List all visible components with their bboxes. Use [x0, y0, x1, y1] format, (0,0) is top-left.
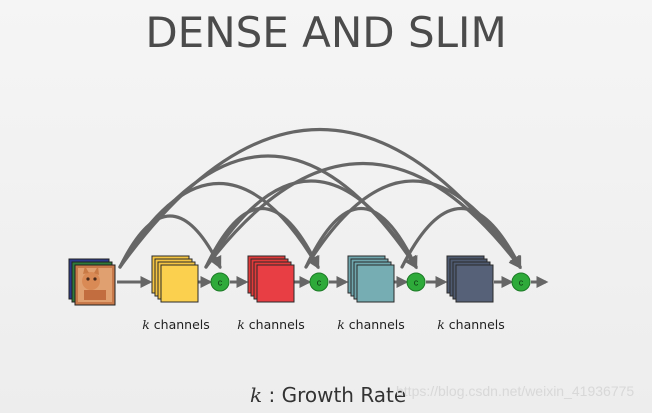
concat-symbol: c [519, 278, 524, 288]
concat-node-1: c [210, 272, 230, 292]
arc-layer2-to-c3 [304, 207, 418, 270]
skip-connection-arcs [118, 128, 522, 270]
layer-4-label: k channels [437, 317, 505, 332]
concat-symbol: c [317, 278, 322, 288]
caption-text: : Growth Rate [268, 383, 407, 407]
layer-1-label: k channels [142, 317, 210, 332]
watermark: https://blog.csdn.net/weixin_41936775 [396, 383, 635, 399]
layer-2-stack [247, 255, 295, 303]
concat-node-2: c [309, 272, 329, 292]
arc-layer1-to-c4 [204, 161, 522, 270]
slide-title: DENSE AND SLIM [145, 8, 507, 57]
arc-layer2-to-c4 [304, 179, 522, 270]
arc-layer3-to-c4 [400, 207, 522, 270]
layer-2-label: k channels [237, 317, 305, 332]
caption-variable: k [250, 383, 263, 407]
layer-3-label: k channels [337, 317, 405, 332]
concat-node-3: c [406, 272, 426, 292]
arc-layer1-to-c2 [204, 207, 320, 270]
concat-symbol: c [414, 278, 419, 288]
layer-4-stack [446, 255, 494, 303]
arc-layer1-to-c3 [204, 179, 418, 270]
growth-rate-caption: k : Growth Rate [250, 383, 406, 407]
concat-node-4: c [511, 272, 531, 292]
layer-3-stack [347, 255, 395, 303]
input-image-stack [68, 258, 116, 306]
concat-symbol: c [218, 278, 223, 288]
layer-1-stack [151, 255, 199, 303]
